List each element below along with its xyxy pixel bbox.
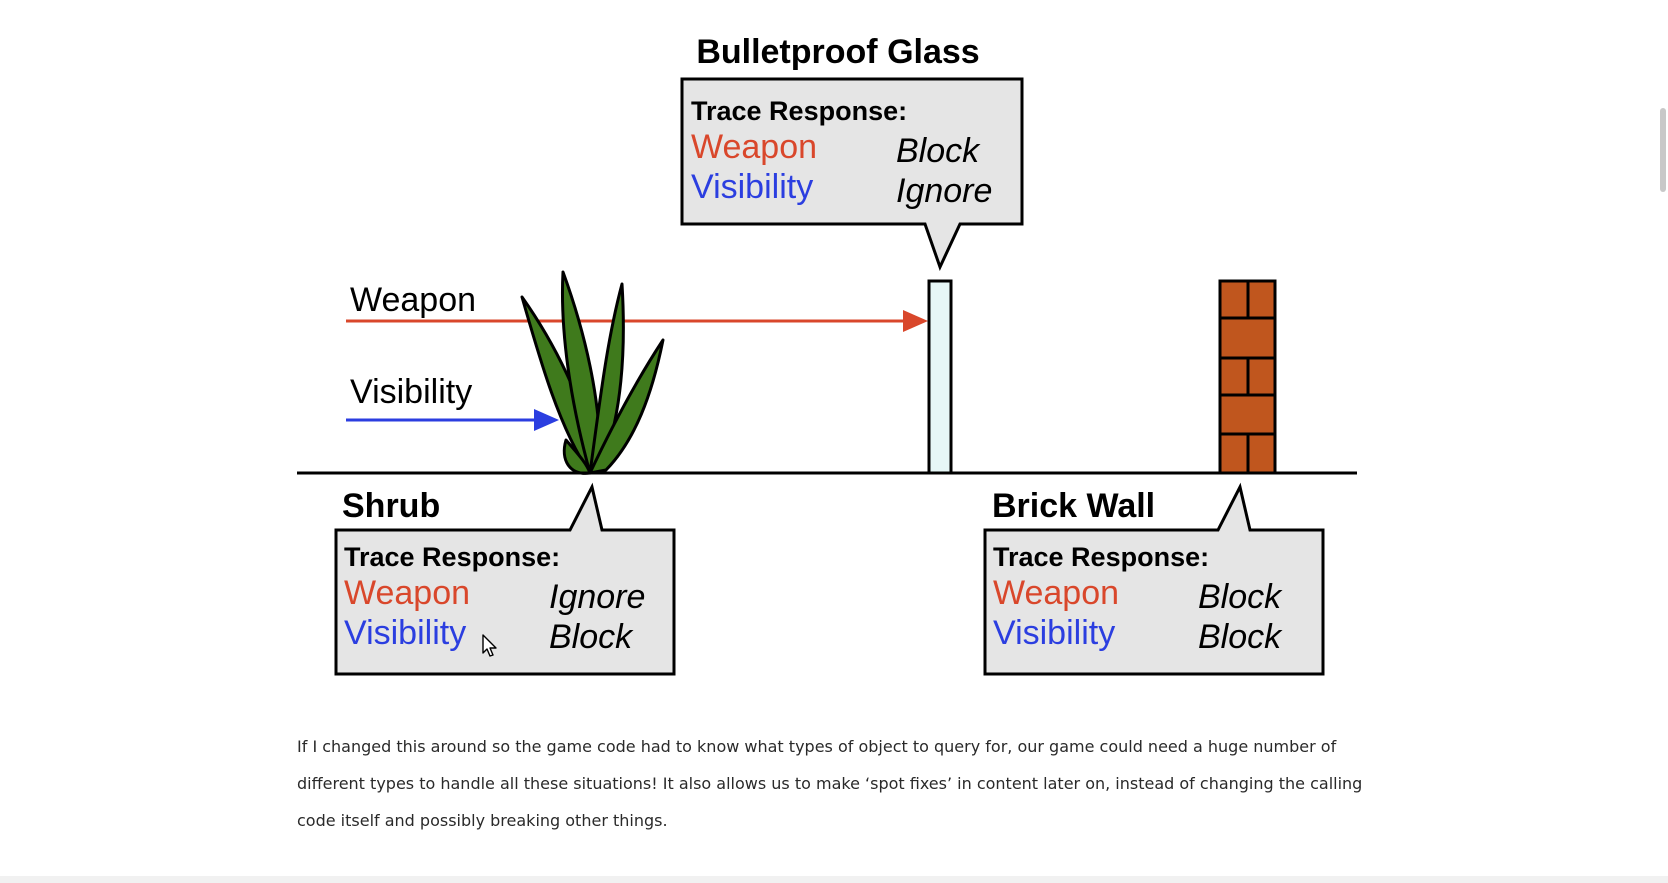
shrub-title: Shrub: [342, 487, 440, 525]
brick-weapon-label: Weapon: [993, 574, 1119, 612]
mouse-pointer-icon: [482, 634, 497, 657]
shrub-weapon-label: Weapon: [344, 574, 470, 612]
glass-visibility-response: Ignore: [896, 172, 992, 210]
shrub-visibility-response: Block: [549, 618, 634, 656]
shrub-illustration: [520, 270, 665, 475]
shrub-weapon-response: Ignore: [549, 578, 645, 616]
glass-callout-header: Trace Response:: [691, 96, 907, 126]
glass-callout: [680, 77, 1024, 271]
glass-title: Bulletproof Glass: [696, 33, 979, 71]
shrub-callout: [334, 482, 676, 676]
visibility-ray-arrowhead: [534, 409, 559, 431]
trace-channel-diagram: Bulletproof Glass Trace Response: Weapon…: [297, 33, 1357, 676]
brick-title: Brick Wall: [992, 487, 1155, 525]
weapon-ray-arrowhead: [903, 310, 928, 332]
article-paragraph: If I changed this around so the game cod…: [297, 737, 1363, 830]
weapon-ray-label: Weapon: [350, 281, 476, 319]
brick-weapon-response: Block: [1198, 578, 1283, 616]
shrub-visibility-label: Visibility: [344, 614, 466, 652]
shrub-callout-header: Trace Response:: [344, 542, 560, 572]
brick-callout-header: Trace Response:: [993, 542, 1209, 572]
glass-weapon-label: Weapon: [691, 128, 817, 166]
visibility-ray-label: Visibility: [350, 373, 472, 411]
brick-visibility-response: Block: [1198, 618, 1283, 656]
glass-visibility-label: Visibility: [691, 168, 813, 206]
brick-wall: [1218, 279, 1277, 475]
scrollbar-thumb[interactable]: [1660, 108, 1666, 192]
viewport-bottom-edge: [0, 876, 1668, 883]
page-scrollbar[interactable]: [1654, 0, 1668, 876]
glass-pane: [927, 279, 953, 475]
glass-weapon-response: Block: [896, 132, 981, 170]
brick-visibility-label: Visibility: [993, 614, 1115, 652]
brick-callout: [983, 482, 1325, 676]
